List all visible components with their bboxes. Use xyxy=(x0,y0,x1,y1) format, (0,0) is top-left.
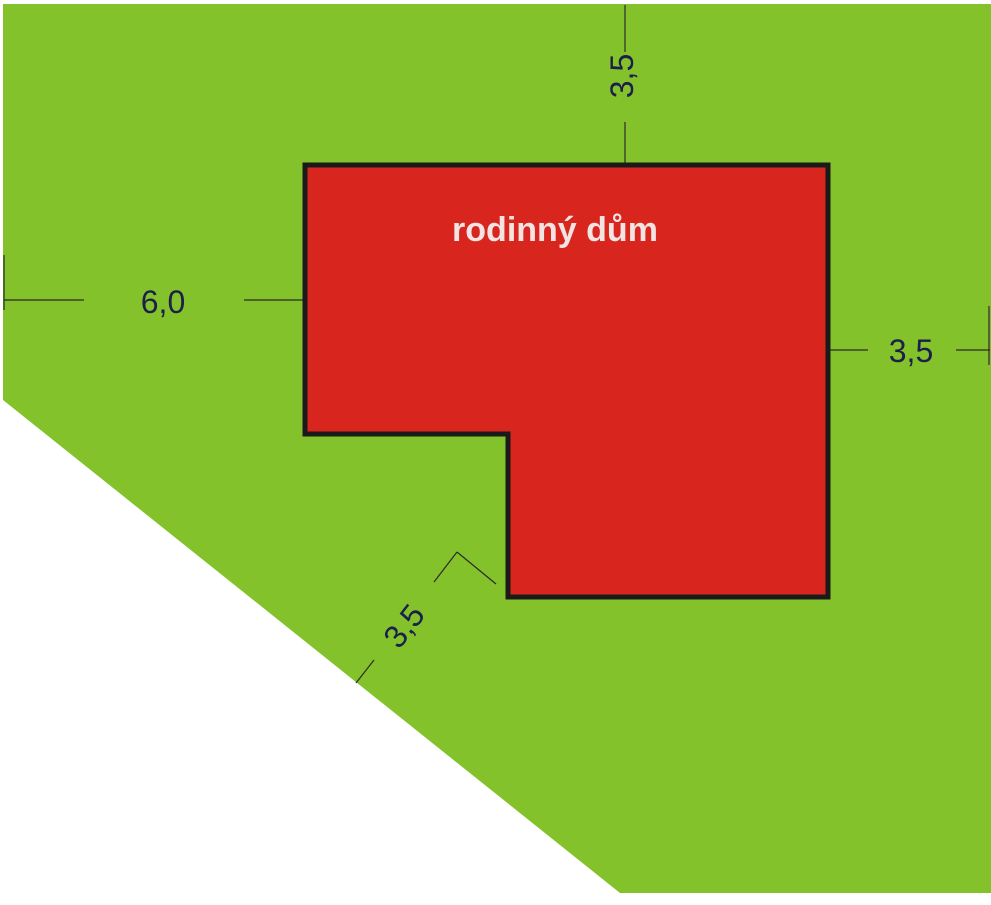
dimension-label-left: 6,0 xyxy=(141,284,185,320)
dimension-label-right: 3,5 xyxy=(889,333,933,369)
plot-area xyxy=(3,4,991,893)
dimension-label-top: 3,5 xyxy=(604,54,640,98)
house-label: rodinný dům xyxy=(452,211,658,249)
dimension-line-diagonal-lower xyxy=(355,659,375,684)
house-footprint xyxy=(302,162,831,600)
dimension-line-diagonal-stub xyxy=(433,551,458,583)
dimension-line-diagonal-upper xyxy=(456,551,497,585)
dimension-lines xyxy=(3,5,990,684)
